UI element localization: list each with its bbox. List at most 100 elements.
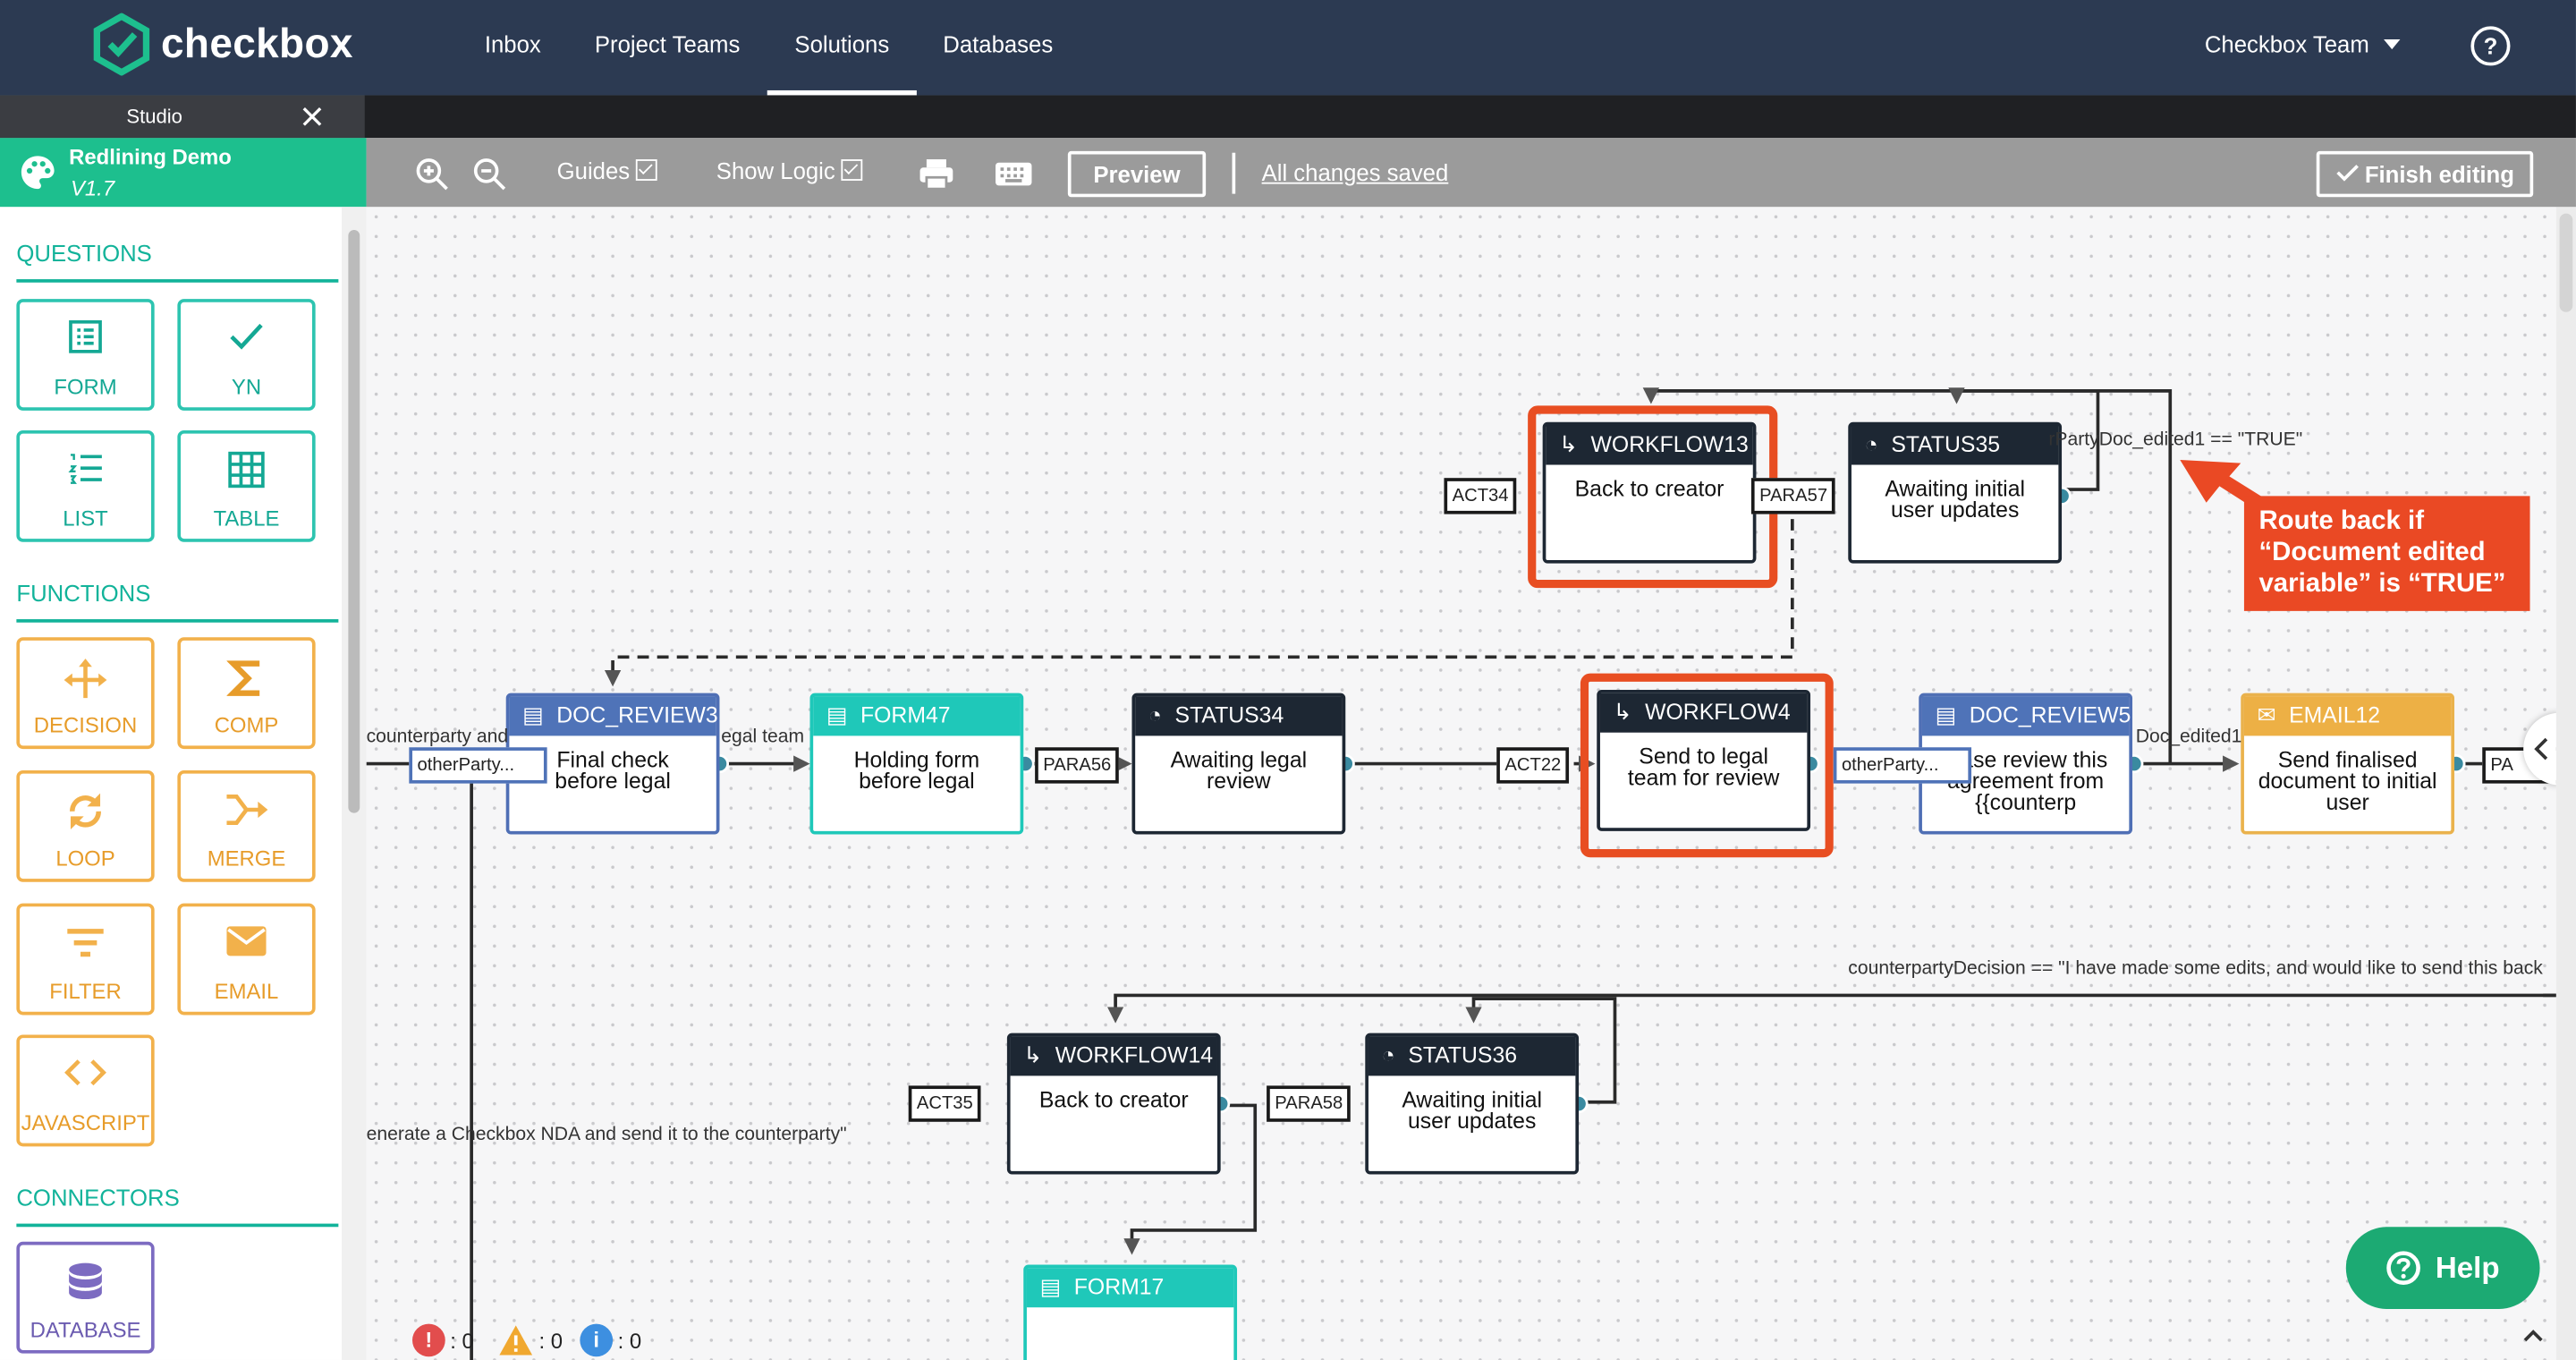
tag-act34[interactable]: ACT34 (1444, 478, 1517, 514)
palette-javascript-label: JAVASCRIPT (21, 1109, 150, 1135)
database-icon (69, 1262, 102, 1300)
palette-loop[interactable]: LOOP (16, 769, 155, 882)
chevron-up-icon[interactable] (2521, 1327, 2545, 1343)
connectors-section-title: CONNECTORS (16, 1184, 180, 1211)
node-workflow13[interactable]: ↳WORKFLOW13 Back to creator (1542, 421, 1757, 564)
node-status36[interactable]: ◔STATUS36 Awaiting initial user updates (1365, 1033, 1580, 1175)
palette-database[interactable]: DATABASE (16, 1241, 155, 1354)
node-form17[interactable]: ▤FORM17 (1023, 1264, 1238, 1360)
list-icon (68, 454, 102, 484)
help-circle-icon[interactable]: ? (2470, 26, 2511, 66)
info-count[interactable]: i : 0 (580, 1323, 642, 1357)
zoom-in-icon[interactable] (414, 156, 450, 191)
tag-other-party-1[interactable]: otherParty... (409, 747, 547, 784)
palette-list[interactable]: LIST (16, 429, 155, 542)
guides-toggle[interactable]: Guides (557, 157, 658, 184)
palette-form[interactable]: FORM (16, 299, 155, 411)
form-icon (69, 319, 102, 353)
canvas-scroll-track[interactable] (2555, 207, 2576, 1360)
project-version: V1.7 (70, 175, 115, 200)
palette-comp-label: COMP (214, 712, 279, 738)
workflow-icon: ↳ (1023, 1042, 1043, 1068)
status-icon: ◔ (1381, 1042, 1395, 1068)
palette-merge[interactable]: MERGE (177, 769, 316, 882)
finish-editing-button[interactable]: Finish editing (2316, 150, 2534, 198)
print-icon[interactable] (917, 156, 956, 191)
sidebar-scrollbar[interactable] (348, 229, 360, 813)
canvas-scrollbar[interactable] (2559, 213, 2573, 312)
nav-project-teams[interactable]: Project Teams (594, 30, 741, 58)
show-logic-checkbox[interactable] (842, 159, 863, 181)
loop-icon (70, 793, 101, 830)
studio-tab-label: Studio (126, 105, 182, 129)
collapse-panel-tab[interactable] (2523, 712, 2556, 786)
condition-label: counterparty and (366, 727, 509, 748)
help-button[interactable]: Help (2345, 1227, 2540, 1310)
status-icon: ◔ (1864, 431, 1878, 457)
node-title: DOC_REVIEW3 (556, 702, 718, 728)
node-workflow4[interactable]: ↳WORKFLOW4 Send to legal team for review (1597, 689, 1811, 831)
nav-databases[interactable]: Databases (943, 30, 1054, 58)
node-title: STATUS35 (1891, 431, 2001, 457)
functions-section-title: FUNCTIONS (16, 580, 151, 607)
palette-yn[interactable]: YN (177, 299, 316, 411)
chevron-left-icon (2534, 737, 2548, 761)
condition-label: egal team (721, 727, 805, 748)
workflow-icon: ↳ (1559, 431, 1578, 457)
editor-toolbar: Guides Show Logic Preview All changes sa… (366, 138, 2576, 208)
error-count[interactable]: ! : 0 (412, 1323, 474, 1357)
palette-email[interactable]: EMAIL (177, 903, 316, 1016)
caret-down-icon (2384, 39, 2401, 50)
section-divider (16, 1223, 339, 1228)
preview-button[interactable]: Preview (1067, 150, 1207, 198)
nav-solutions[interactable]: Solutions (767, 0, 917, 96)
node-status34[interactable]: ◔STATUS34 Awaiting legal review (1131, 693, 1346, 835)
workflow-icon: ↳ (1613, 700, 1632, 725)
tag-para57[interactable]: PARA57 (1750, 478, 1836, 514)
tag-para56[interactable]: PARA56 (1035, 747, 1120, 784)
show-logic-toggle[interactable]: Show Logic (716, 157, 863, 184)
warning-count[interactable]: : 0 (498, 1324, 563, 1357)
palette-javascript[interactable]: JAVASCRIPT (16, 1034, 155, 1147)
tag-act35[interactable]: ACT35 (908, 1085, 981, 1122)
envelope-icon (226, 926, 267, 956)
error-icon: ! (412, 1323, 445, 1357)
node-status35[interactable]: ◔STATUS35 Awaiting initial user updates (1848, 421, 2063, 564)
info-count-value: : 0 (617, 1328, 642, 1353)
guides-checkbox[interactable] (636, 159, 658, 181)
palette-decision[interactable]: DECISION (16, 637, 155, 750)
node-workflow14[interactable]: ↳WORKFLOW14 Back to creator (1006, 1033, 1221, 1175)
node-title: WORKFLOW13 (1590, 431, 1749, 457)
top-nav: checkbox Inbox Project Teams Solutions D… (0, 0, 2576, 96)
keyboard-icon[interactable] (994, 159, 1033, 189)
node-form47[interactable]: ▤FORM47 Holding form before legal (809, 693, 1024, 835)
workflow-canvas[interactable]: ↳WORKFLOW13 Back to creator ◔STATUS35 Aw… (366, 207, 2556, 1360)
close-icon[interactable] (301, 105, 324, 128)
zoom-out-icon[interactable] (471, 156, 507, 191)
form-icon: ▤ (1039, 1274, 1062, 1300)
callout-line: “Document edited (2258, 539, 2486, 567)
component-palette: QUESTIONS FORM YN LIST TABLE FUNCTIONS D… (0, 207, 367, 1360)
team-menu[interactable]: Checkbox Team (2205, 0, 2402, 89)
code-brackets-icon (64, 1059, 106, 1086)
node-email12[interactable]: ✉EMAIL12 Send finalised document to init… (2241, 693, 2455, 835)
nav-inbox[interactable]: Inbox (484, 30, 541, 58)
status-icon: ◔ (1148, 702, 1162, 728)
document-icon: ▤ (1935, 702, 1957, 728)
palette-comp[interactable]: COMP (177, 637, 316, 750)
section-divider (16, 619, 339, 623)
checkbox-logo-icon (93, 13, 150, 76)
tag-other-party-2[interactable]: otherParty... (1833, 747, 1972, 784)
palette-icon (21, 156, 55, 190)
tag-act22[interactable]: ACT22 (1496, 747, 1570, 784)
table-icon (228, 451, 265, 489)
brand-logo[interactable]: checkbox (92, 13, 353, 76)
palette-database-label: DATABASE (30, 1317, 141, 1342)
save-status-link[interactable]: All changes saved (1261, 159, 1449, 186)
palette-table[interactable]: TABLE (177, 429, 316, 542)
condition-label: enerate a Checkbox NDA and send it to th… (366, 1125, 847, 1145)
palette-filter[interactable]: FILTER (16, 903, 155, 1016)
tag-para58[interactable]: PARA58 (1267, 1085, 1352, 1122)
studio-tab[interactable]: Studio (0, 95, 365, 139)
node-body: Send finalised document to initial user (2258, 747, 2437, 815)
